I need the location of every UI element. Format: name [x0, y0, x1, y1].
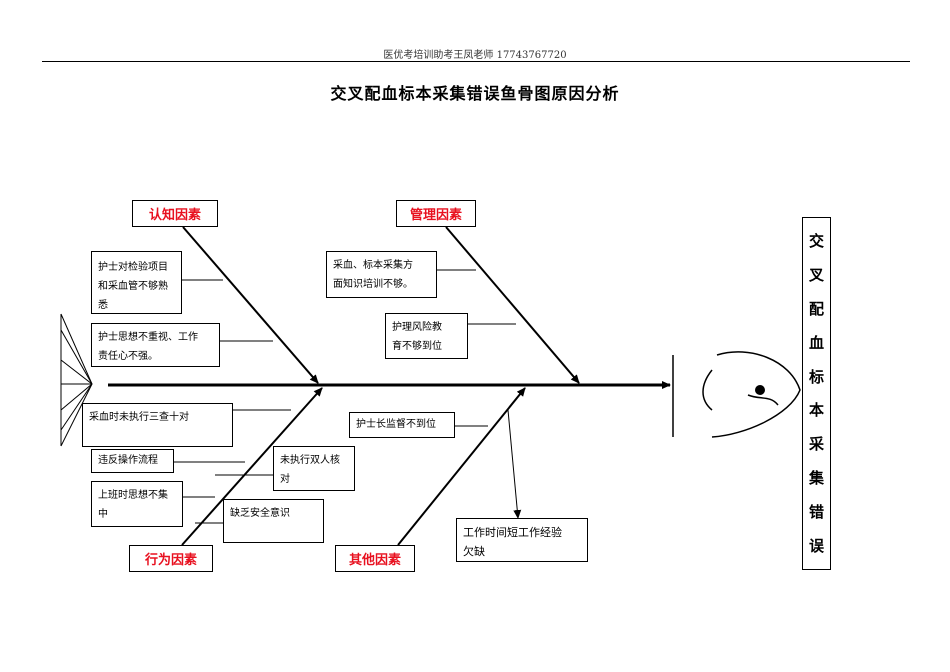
cause-violate-procedure: 违反操作流程 — [91, 449, 174, 473]
cause-low-responsibility: 护士思想不重视、工作 责任心不强。 — [91, 323, 220, 367]
effect-box: 交 叉 配 血 标 本 采 集 错 误 — [802, 217, 831, 570]
cause-no-double-check: 未执行双人核 对 — [273, 446, 355, 491]
page-header: 医优考培训助考王凤老师 17743767720 — [383, 50, 567, 61]
arrow-experience — [507, 409, 522, 519]
cause-connectors — [174, 269, 516, 524]
fish-head — [702, 351, 801, 438]
effect-char: 配 — [808, 299, 824, 318]
cause-unfamiliar-tests: 护士对检验项目 和采血管不够熟 悉 — [91, 251, 182, 314]
bone-other — [397, 387, 526, 546]
effect-char: 错 — [808, 503, 824, 522]
category-management: 管理因素 — [396, 200, 476, 227]
diagram-title: 交叉配血标本采集错误鱼骨图原因分析 — [330, 84, 620, 103]
category-other: 其他因素 — [335, 545, 415, 572]
effect-char: 集 — [808, 469, 824, 488]
effect-char: 本 — [808, 401, 824, 420]
cause-supervision: 护士长监督不到位 — [349, 412, 455, 438]
bone-behavior — [181, 387, 323, 546]
effect-char: 标 — [808, 367, 824, 386]
cause-distracted: 上班时思想不集 中 — [91, 481, 183, 527]
fish-eye — [755, 385, 765, 395]
category-behavior: 行为因素 — [129, 545, 213, 572]
effect-char: 血 — [808, 333, 824, 352]
category-cognition: 认知因素 — [132, 200, 218, 227]
cause-training-insufficient: 采血、标本采集方 面知识培训不够。 — [326, 251, 437, 298]
effect-char: 叉 — [808, 265, 824, 284]
effect-char: 交 — [808, 231, 824, 250]
cause-risk-education: 护理风险教 育不够到位 — [385, 313, 468, 359]
cause-safety-awareness: 缺乏安全意识 — [223, 499, 324, 543]
effect-char: 采 — [808, 435, 824, 454]
header-divider — [42, 61, 910, 62]
fish-tail — [60, 313, 93, 447]
bone-cognition — [182, 226, 319, 384]
bone-management — [445, 226, 580, 384]
cause-inexperience: 工作时间短工作经验 欠缺 — [456, 518, 588, 562]
cause-no-three-checks: 采血时未执行三查十对 — [82, 403, 233, 447]
effect-char: 误 — [808, 536, 824, 555]
